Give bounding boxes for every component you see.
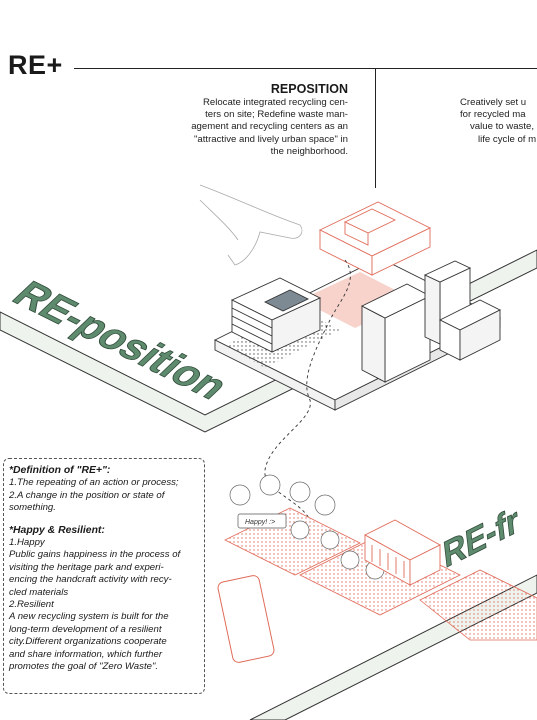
floating-block [318, 201, 432, 276]
definition-heading: *Definition of "RE+": [9, 465, 111, 476]
happy-bubble-text: Happy! :> [245, 519, 275, 526]
resilient-text: city.Different organizations cooperate [9, 636, 167, 648]
right-description: Creatively set u for recycled ma value t… [460, 97, 537, 146]
resilient-text: A new recycling system is built for the [9, 611, 169, 623]
definition-box: *Definition of "RE+": 1.The repeating of… [3, 458, 205, 694]
right-line: for recycled ma [460, 109, 526, 121]
happy-resilient-heading: *Happy & Resilient: [9, 524, 105, 536]
upper-road [0, 249, 537, 433]
right-line: value to waste, [470, 121, 534, 133]
red-building [364, 519, 441, 586]
hand-outline [199, 184, 303, 266]
resilient-text: long-term development of a resilient [9, 623, 162, 635]
happy-text: encing the handcraft activity with recy- [9, 574, 172, 586]
reposition-heading: REPOSITION [270, 82, 348, 96]
happy-subheading: 1.Happy [9, 537, 45, 549]
trees [229, 474, 385, 580]
reposition-line: agement and recycling centers as an [191, 121, 348, 133]
happy-bubble [237, 513, 287, 529]
definition-item: 1.The repeating of an action or process; [9, 477, 179, 489]
resilient-subheading: 2.Resilient [9, 599, 54, 611]
reposition-line: "attractive and lively urban space" in [194, 133, 348, 145]
reposition-line: Relocate integrated recycling cen- [202, 97, 348, 108]
definition-item: 2.A change in the position or state of [9, 489, 165, 501]
re-fr-label: RE-fr [441, 499, 520, 576]
page-title: RE+ [8, 50, 63, 80]
reposition-connector [375, 68, 376, 188]
right-line: Creatively set u [460, 97, 527, 108]
phone-illustration [217, 575, 275, 663]
resilient-text: promotes the goal of "Zero Waste". [9, 661, 159, 673]
reposition-line: ters on site; Redefine waste man- [205, 109, 348, 121]
happy-text: cled materials [9, 586, 69, 598]
resilient-text: and share information, which further [9, 648, 163, 660]
happy-text: Public gains happiness in the process of [9, 549, 181, 561]
right-line: life cycle of m [478, 133, 537, 145]
upper-buildings [230, 260, 502, 383]
definition-item: something. [9, 502, 56, 514]
title-divider [74, 68, 537, 69]
happy-text: visiting the heritage park and experi- [9, 561, 164, 573]
reposition-description: Relocate integrated recycling cen- ters … [160, 97, 348, 158]
reposition-line: the neighborhood. [270, 145, 348, 157]
